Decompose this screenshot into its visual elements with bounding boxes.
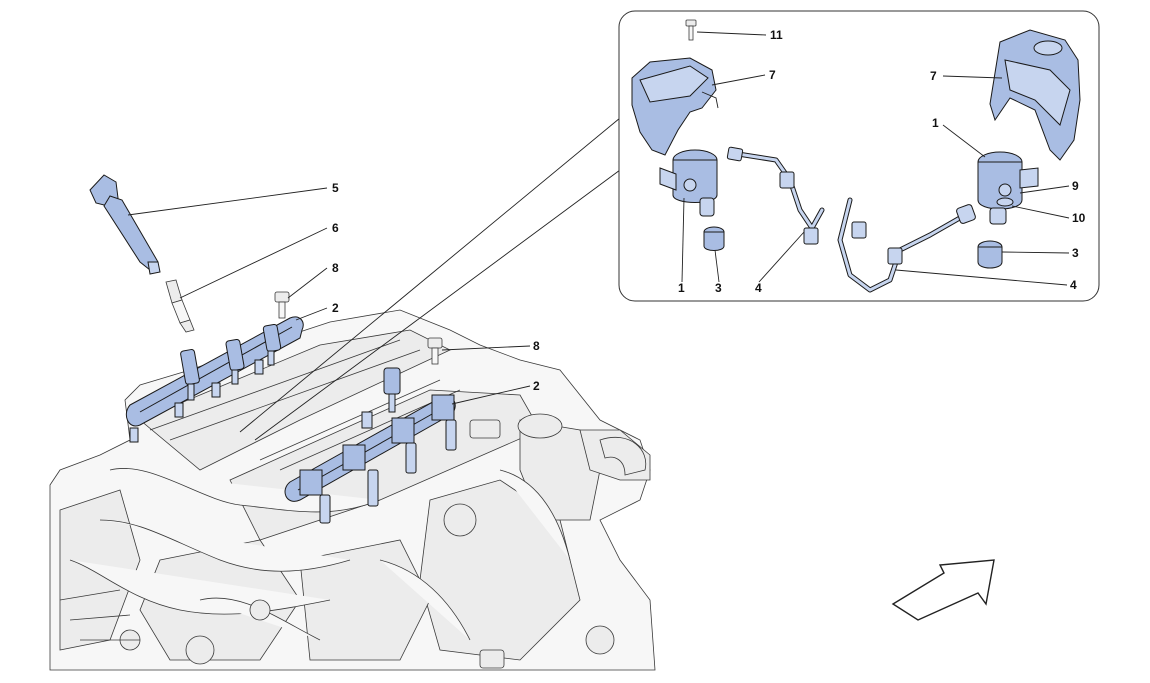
engine-block [49,309,656,671]
callout-7-left: 7 [769,68,776,82]
pump-cover-right [989,29,1081,161]
callout-6: 6 [332,221,339,235]
direction-arrow [891,559,995,621]
callout-2-upper: 2 [332,301,339,315]
ignition-coil [89,174,161,275]
detail-inset-box [618,10,1100,302]
pump-cover-left [631,57,719,156]
zoom-line-2 [254,169,621,441]
callout-3-left: 3 [715,281,722,295]
callout-labels: 5 6 8 2 8 2 11 7 1 3 4 7 1 9 10 3 4 [332,28,1086,393]
callout-2-lower: 2 [533,379,540,393]
injector-left-3 [262,323,282,366]
injector-left-1 [180,349,200,401]
fuel-pipe-right [837,197,976,293]
injector-right-3 [391,417,417,474]
callout-8-upper: 8 [332,261,339,275]
callout-4-right: 4 [1070,278,1077,292]
bush-left [703,226,725,251]
callout-5: 5 [332,181,339,195]
injector-left-2 [225,338,245,385]
callout-4-left: 4 [755,281,762,295]
leader-lines [127,31,1070,405]
fuel-rail-right [284,367,457,524]
spark-plug [165,279,195,333]
bush-right [977,240,1003,269]
injector-right-1 [299,469,331,524]
hp-pump-left [659,149,718,217]
screw [685,19,697,41]
callout-7-right: 7 [930,69,937,83]
callout-3-right: 3 [1072,246,1079,260]
fuel-pipe-left [726,146,825,245]
callout-1-left: 1 [678,281,685,295]
callout-1-right: 1 [932,116,939,130]
hp-pump-right [977,151,1039,225]
injector-right-4 [431,394,457,451]
callout-9: 9 [1072,179,1079,193]
callout-11: 11 [770,28,783,42]
injector-right-2 [342,444,379,507]
fuel-rail-left [125,316,304,443]
pressure-sensor [383,367,401,413]
callout-8-lower: 8 [533,339,540,353]
bolt-lower [427,337,443,365]
callout-10: 10 [1072,211,1086,225]
bolt-upper [274,291,290,319]
zoom-line-1 [239,117,621,433]
